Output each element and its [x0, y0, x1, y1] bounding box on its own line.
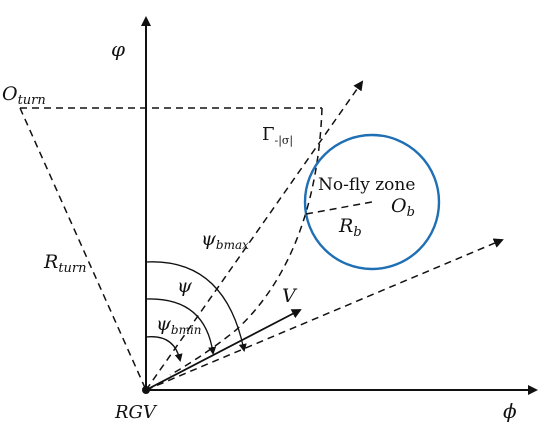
velocity-vector	[145, 309, 302, 391]
r-turn-label: Rturn	[43, 251, 87, 276]
turn-radius-line	[19, 107, 147, 391]
psi-bmax-label: ψbmax	[201, 228, 249, 252]
r-b-label: Rb	[338, 215, 362, 240]
no-fly-zone-circle	[303, 133, 441, 271]
no-fly-zone-label: No-fly zone	[318, 175, 415, 195]
vertical-axis-label: φ	[111, 37, 125, 61]
tangent-ray-lower	[145, 238, 504, 391]
horizontal-axis-label: ϕ	[503, 399, 517, 423]
psi-bmin-label: ψbmin	[156, 313, 202, 337]
origin-point	[142, 386, 150, 394]
gamma-boundary-curve	[169, 107, 323, 376]
psi-arc	[145, 298, 217, 355]
psi-label: ψ	[177, 275, 193, 297]
velocity-label: V	[282, 285, 298, 307]
origin-label: RGV	[114, 402, 158, 423]
psi-bmin-arc	[145, 336, 183, 362]
psi-bmax-arc	[145, 261, 247, 352]
o-b-label: Ob	[391, 195, 415, 220]
no-fly-zone-radius	[305, 201, 373, 215]
gamma-label: Γ-|σ|	[262, 124, 293, 148]
psi-bmax-ray	[145, 80, 364, 391]
o-turn-label: Oturn	[2, 83, 46, 108]
